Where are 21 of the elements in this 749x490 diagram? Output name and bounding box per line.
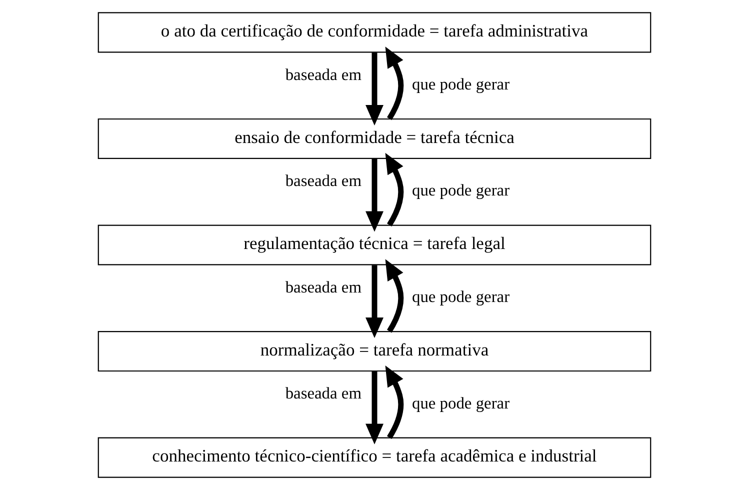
arrow [385,259,404,333]
arrow [385,46,404,120]
edge-label: baseada em [285,277,362,296]
arrow [385,365,404,439]
edge-label: baseada em [285,171,362,190]
edge-label: que pode gerar [412,74,510,94]
edge-label: baseada em [285,384,362,403]
arrow [366,265,384,338]
node-box: normalização = tarefa normativa [98,331,652,372]
arrow [366,158,384,232]
arrow [366,371,384,444]
edge-label: que pode gerar [412,393,510,412]
node-box: ensaio de conformidade = tarefa técnica [98,118,652,159]
edge-label: que pode gerar [412,180,510,200]
edge-label: baseada em [285,64,362,84]
arrow [366,52,384,126]
arrow [385,152,404,226]
node-box: conhecimento técnico-científico = tarefa acadêmica e industrial [98,437,652,478]
node-box: regulamentação técnica = tarefa legal [98,224,652,266]
edge-label: que pode gerar [412,286,510,306]
node-box: o ato da certificação de conformidade = tarefa administrativa [98,12,652,53]
